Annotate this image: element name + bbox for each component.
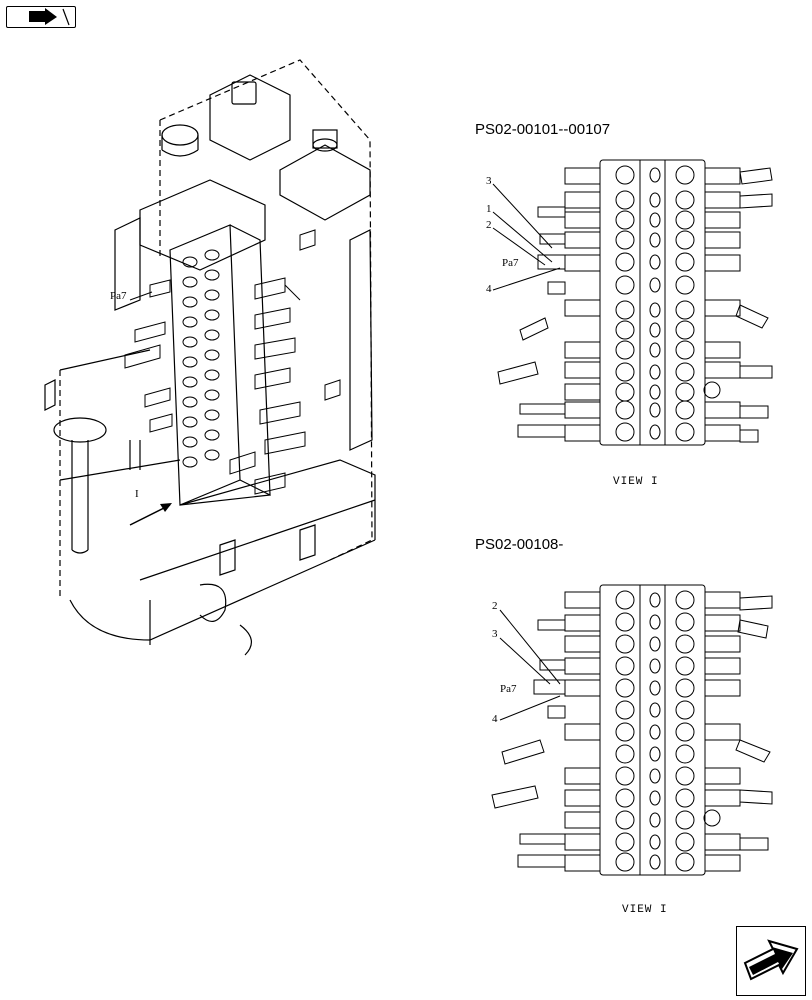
iso-view-marker: I	[135, 488, 139, 500]
section-b-callout-4: 4	[492, 713, 498, 725]
section-a-callout-2: 2	[486, 219, 492, 231]
section-a-pa-label: Pa7	[502, 257, 519, 269]
section-b-view-label: VIEW I	[622, 904, 668, 916]
iso-pa-label: Pa7	[110, 290, 127, 302]
section-a-title: PS02-00101--00107	[475, 121, 611, 138]
prev-page-button[interactable]	[6, 6, 76, 28]
section-a-view-label: VIEW I	[613, 476, 659, 488]
section-b-callout-2: 2	[492, 600, 498, 612]
section-a-callout-3: 3	[486, 175, 492, 187]
section-b-pa-label: Pa7	[500, 683, 517, 695]
section-b-title: PS02-00108-	[475, 536, 564, 553]
section-a-callout-4: 4	[486, 283, 492, 295]
section-b-callout-3: 3	[492, 628, 498, 640]
section-a-callout-1: 1	[486, 203, 492, 215]
next-page-button[interactable]	[736, 926, 806, 996]
forward-arrow-icon	[743, 939, 799, 981]
back-arrow-icon	[29, 8, 70, 26]
